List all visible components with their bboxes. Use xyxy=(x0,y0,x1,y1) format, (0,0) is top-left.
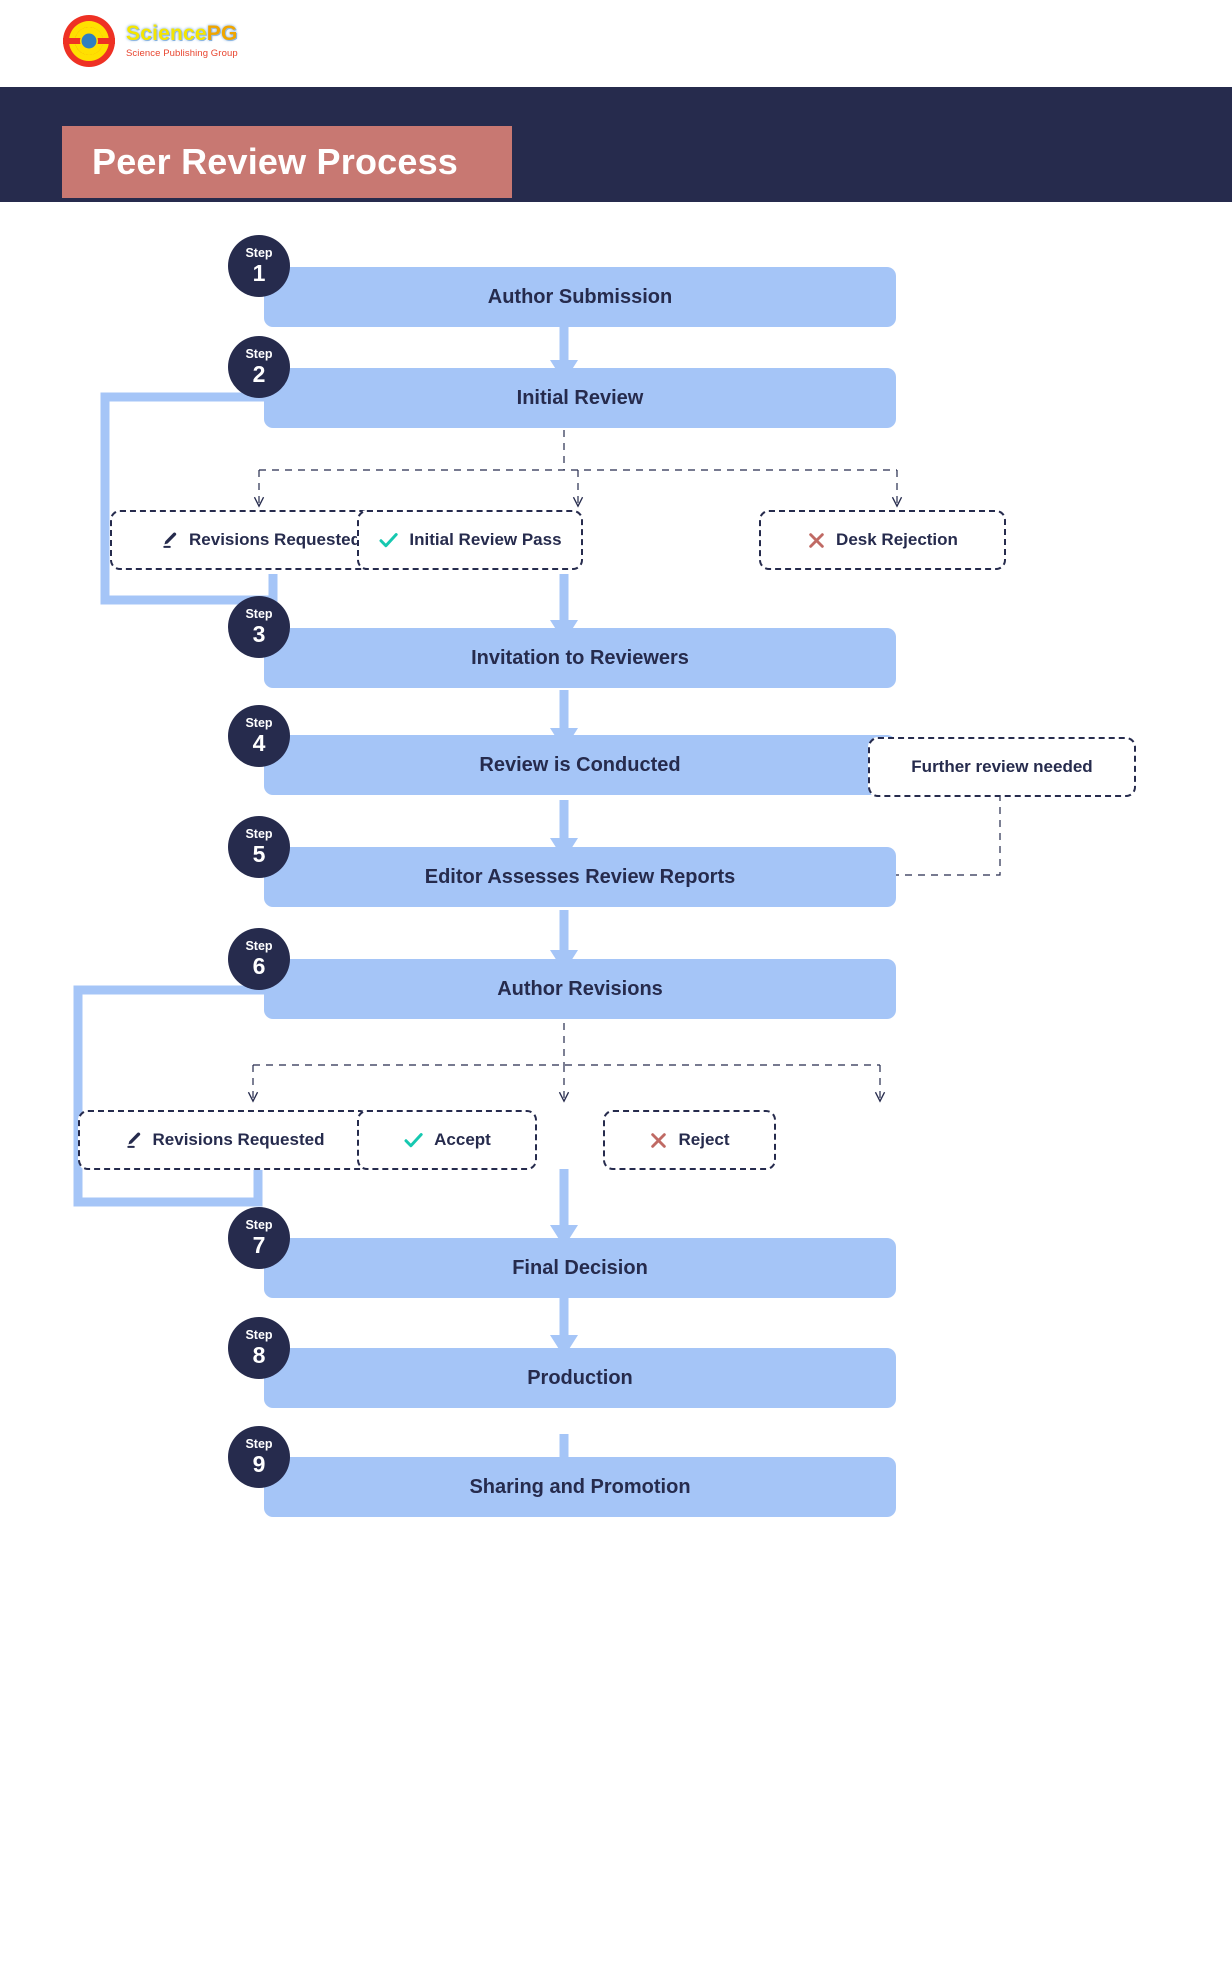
decision-label-d6: Reject xyxy=(678,1130,730,1149)
step-badge-3: Step 3 xyxy=(228,596,290,658)
decision-reject[interactable]: Reject xyxy=(603,1110,776,1170)
step-node-author-revisions[interactable]: Author Revisions xyxy=(264,959,896,1019)
step-badge-1: Step 1 xyxy=(228,235,290,297)
logo-wordmark-accent: PG xyxy=(206,21,238,45)
step-badge-1-label: Step xyxy=(245,246,273,261)
step-badge-2-number: 2 xyxy=(252,360,266,387)
step-badge-7-label: Step xyxy=(245,1218,273,1233)
sciencepg-logo[interactable]: SciencePG Science Publishing Group xyxy=(62,14,238,68)
connector-layer xyxy=(73,327,1001,1492)
step-badge-3-label: Step xyxy=(245,607,273,622)
page-title-chip: Peer Review Process xyxy=(62,126,512,198)
pencil-icon xyxy=(124,1131,143,1150)
logo-wordmark: SciencePG xyxy=(126,21,238,45)
logo-bar: SciencePG Science Publishing Group xyxy=(0,0,1232,87)
step-badge-2-label: Step xyxy=(245,347,273,362)
step-badge-8-number: 8 xyxy=(252,1341,266,1368)
logo-subtitle: Science Publishing Group xyxy=(126,48,238,60)
step-node-review-is-conducted[interactable]: Review is Conducted xyxy=(264,735,896,795)
step-node-2-title: Initial Review xyxy=(516,386,644,409)
decision-accept[interactable]: Accept xyxy=(357,1110,537,1170)
step-badge-4-number: 4 xyxy=(252,729,266,756)
decision-desk-rejection[interactable]: Desk Rejection xyxy=(759,510,1006,570)
step-node-sharing-and-promotion[interactable]: Sharing and Promotion xyxy=(264,1457,896,1517)
step-node-3-title: Invitation to Reviewers xyxy=(471,646,689,669)
step-node-editor-assesses-review-reports[interactable]: Editor Assesses Review Reports xyxy=(264,847,896,907)
edge-s2-branches xyxy=(259,430,897,505)
decision-label-d3: Desk Rejection xyxy=(836,530,958,549)
step-badge-6-number: 6 xyxy=(252,952,266,979)
edge-s7-s8 xyxy=(550,1297,578,1357)
step-badge-6-label: Step xyxy=(245,939,273,954)
step-node-invitation-to-reviewers[interactable]: Invitation to Reviewers xyxy=(264,628,896,688)
step-node-8-title: Production xyxy=(527,1366,633,1389)
step-badge-3-number: 3 xyxy=(252,620,266,647)
step-node-4-title: Review is Conducted xyxy=(479,753,681,776)
step-badge-5-label: Step xyxy=(245,827,273,842)
step-node-author-submission[interactable]: Author Submission xyxy=(264,267,896,327)
cross-icon xyxy=(807,531,826,550)
step-badge-5: Step 5 xyxy=(228,816,290,878)
page-title: Peer Review Process xyxy=(92,141,459,182)
decision-further-review-needed[interactable]: Further review needed xyxy=(868,737,1136,797)
decision-label-d1: Revisions Requested xyxy=(189,530,361,549)
step-badge-8: Step 8 xyxy=(228,1317,290,1379)
step-badge-1-number: 1 xyxy=(252,259,266,286)
check-icon xyxy=(378,530,399,551)
step-node-1-title: Author Submission xyxy=(487,285,673,308)
decision-label-d2: Initial Review Pass xyxy=(409,530,562,549)
step-node-5-title: Editor Assesses Review Reports xyxy=(424,865,736,888)
cross-icon xyxy=(649,1131,668,1150)
step-badge-9-number: 9 xyxy=(252,1450,266,1477)
decision-label-d4: Revisions Requested xyxy=(152,1130,325,1149)
edge-s6-branches xyxy=(253,1023,880,1100)
decision-revisions-requested-2[interactable]: Revisions Requested xyxy=(78,1110,370,1170)
step-badge-9-label: Step xyxy=(245,1437,273,1452)
step-badge-8-label: Step xyxy=(245,1328,273,1343)
step-node-production[interactable]: Production xyxy=(264,1348,896,1408)
logo-wordmark-main: Science xyxy=(126,21,207,45)
step-badge-2: Step 2 xyxy=(228,336,290,398)
step-node-6-title: Author Revisions xyxy=(497,977,663,1000)
step-node-9-title: Sharing and Promotion xyxy=(469,1475,691,1498)
decision-label-fr: Further review needed xyxy=(911,757,1093,776)
step-badge-6: Step 6 xyxy=(228,928,290,990)
step-badge-4-label: Step xyxy=(245,716,273,731)
flowchart-canvas: Step 1 Author Submission Step 2 Initial … xyxy=(0,202,1232,1986)
step-badge-7-number: 7 xyxy=(252,1231,266,1258)
step-badge-4: Step 4 xyxy=(228,705,290,767)
step-badge-5-number: 5 xyxy=(252,840,266,867)
decision-initial-review-pass[interactable]: Initial Review Pass xyxy=(357,510,583,570)
pencil-icon xyxy=(160,531,179,550)
sciencepg-circle-logo-icon xyxy=(62,14,116,68)
step-badge-7: Step 7 xyxy=(228,1207,290,1269)
step-node-initial-review[interactable]: Initial Review xyxy=(264,368,896,428)
edge-d5-s7 xyxy=(550,1169,578,1247)
decision-label-d5: Accept xyxy=(434,1130,491,1149)
step-node-7-title: Final Decision xyxy=(512,1256,648,1279)
step-badge-9: Step 9 xyxy=(228,1426,290,1488)
step-node-final-decision[interactable]: Final Decision xyxy=(264,1238,896,1298)
check-icon xyxy=(403,1130,424,1151)
